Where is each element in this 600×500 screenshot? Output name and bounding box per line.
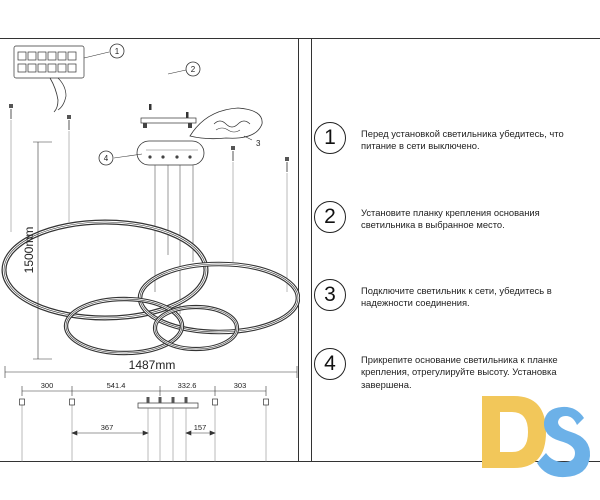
hanging-hooks <box>9 104 289 172</box>
step-3-number: 3 <box>314 279 346 311</box>
step-3: 3 Подключите светильник к сети, убедитес… <box>314 279 584 319</box>
plan-view-pendants <box>19 397 269 462</box>
mounting-bracket <box>140 117 197 128</box>
bottom-border-line <box>0 461 600 462</box>
canopy-base <box>136 140 205 166</box>
center-divider-line <box>311 38 312 462</box>
spacing-label-2: 541.4 <box>107 381 126 390</box>
logo-letter-d <box>482 396 546 468</box>
logo-letter-s <box>537 406 591 478</box>
ds-logo <box>482 396 591 478</box>
callout-4-marker: 4 <box>98 150 114 166</box>
step-4-text: Прикрепите основание светильника к планк… <box>361 354 558 390</box>
callout-1-label: 1 <box>115 47 120 56</box>
callout-1-marker: 1 <box>109 43 125 59</box>
width-dimension-label: 1487mm <box>129 358 176 372</box>
step-1: 1 Перед установкой светильника убедитесь… <box>314 122 584 162</box>
spacing-label-1: 300 <box>41 381 54 390</box>
height-dimension <box>33 141 52 360</box>
chandelier-rings <box>1 219 300 356</box>
callout-4-label: 4 <box>104 154 109 163</box>
step-4-number: 4 <box>314 348 346 380</box>
spacing-label-4: 303 <box>234 381 247 390</box>
installation-diagram: 1 2 3 <box>1 43 300 462</box>
callout-3-label: 3 <box>256 139 261 148</box>
step-3-text: Подключите светильник к сети, убедитесь … <box>361 285 552 309</box>
height-dimension-label: 1500mm <box>22 227 36 274</box>
step-1-text: Перед установкой светильника убедитесь, … <box>361 128 564 152</box>
width-dimension <box>4 366 298 378</box>
mounting-screws <box>149 104 189 118</box>
offset-dimensions <box>71 430 216 436</box>
switchboard-illustration <box>13 45 85 113</box>
step-2-number: 2 <box>314 201 346 233</box>
callout-2-marker: 2 <box>185 61 201 77</box>
callout-2-label: 2 <box>191 65 196 74</box>
spacing-dimension <box>21 386 267 396</box>
ring-cables-outer <box>10 120 288 292</box>
spacing-label-3: 332.6 <box>178 381 197 390</box>
step-2: 2 Установите планку крепления основания … <box>314 201 584 241</box>
step-4: 4 Прикрепите основание светильника к пла… <box>314 348 584 390</box>
left-border-line <box>298 38 299 462</box>
top-border-line <box>0 38 600 39</box>
offset-right-label: 157 <box>194 423 207 432</box>
step-1-number: 1 <box>314 122 346 154</box>
wiring-detail-illustration <box>189 107 263 140</box>
step-2-text: Установите планку крепления основания св… <box>361 207 540 231</box>
offset-left-label: 367 <box>101 423 114 432</box>
